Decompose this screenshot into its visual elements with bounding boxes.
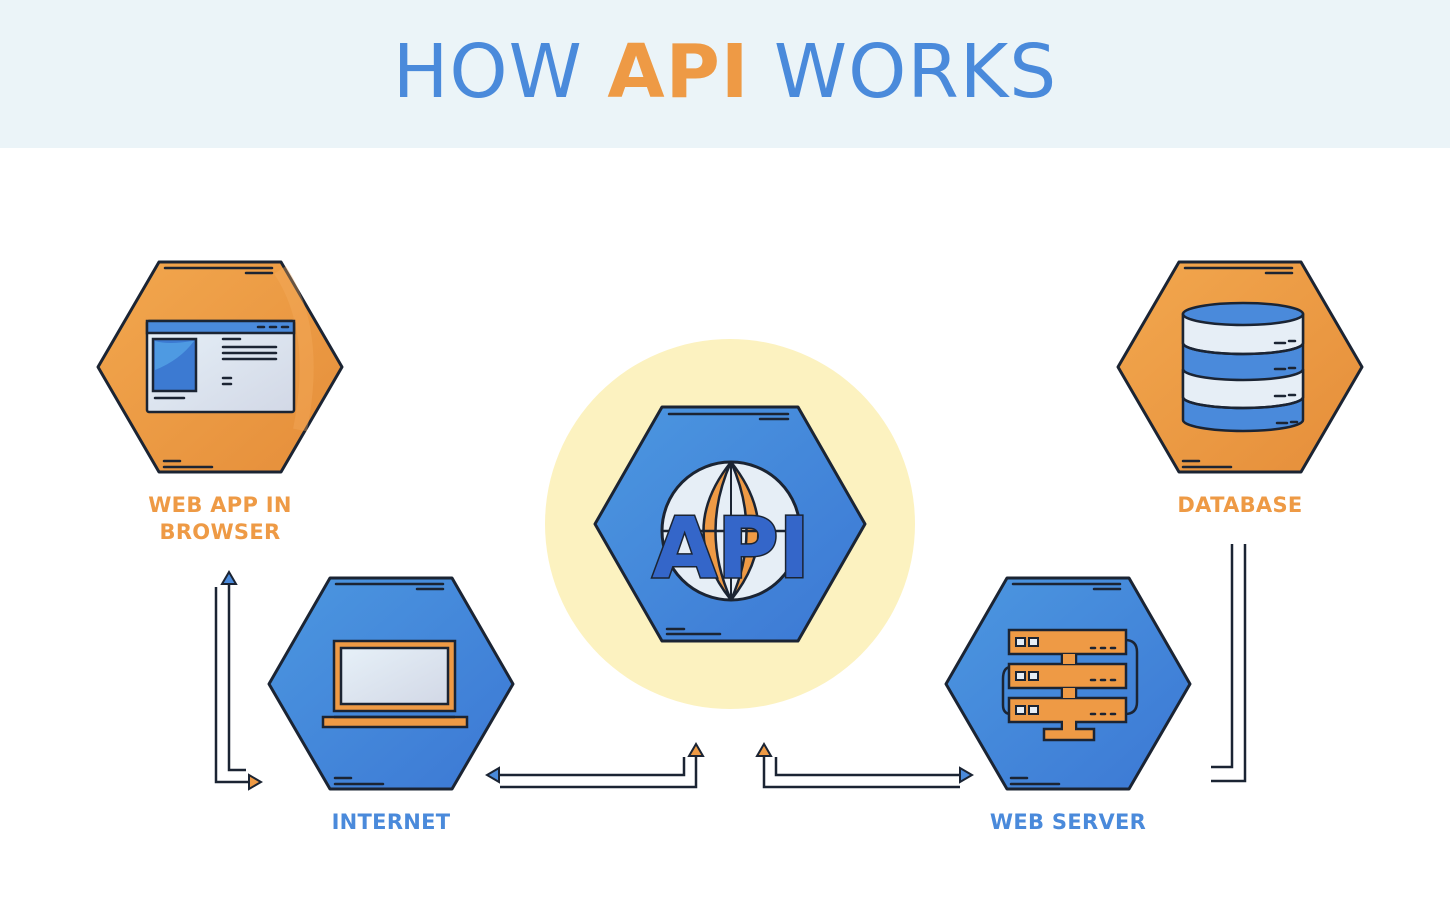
label-web-server: WEB SERVER xyxy=(989,810,1147,834)
api-logo-text: API xyxy=(652,499,810,597)
arrow-right-icon xyxy=(959,766,974,784)
title-part-works: WORKS xyxy=(773,29,1058,115)
laptop-icon xyxy=(321,639,469,729)
api-globe-icon: API xyxy=(651,460,811,602)
label-internet: INTERNET xyxy=(331,810,451,834)
database-icon xyxy=(1181,301,1305,433)
label-web-app: WEB APP IN BROWSER xyxy=(110,492,330,546)
connector-webserver-database xyxy=(1211,544,1247,783)
node-api[interactable]: API xyxy=(593,405,867,643)
title-part-how: HOW xyxy=(392,29,583,115)
connector-internet-api xyxy=(485,742,705,789)
arrow-left-icon xyxy=(485,766,500,784)
label-web-app-line2: BROWSER xyxy=(159,520,281,544)
connector-api-webserver xyxy=(755,742,974,789)
connectors xyxy=(214,544,1247,791)
label-database: DATABASE xyxy=(1177,493,1303,517)
title-part-api: API xyxy=(607,29,750,115)
label-web-app-line1: WEB APP IN xyxy=(148,493,292,517)
arrow-up-icon xyxy=(220,570,238,585)
server-rack-icon xyxy=(1001,628,1139,742)
node-internet[interactable] xyxy=(267,576,515,791)
arrow-up-icon xyxy=(755,742,773,757)
arrow-up-icon xyxy=(687,742,705,757)
browser-window-icon xyxy=(145,319,296,414)
page-title: HOW API WORKS xyxy=(0,28,1450,116)
node-web-app[interactable] xyxy=(96,260,344,474)
connector-webapp-internet xyxy=(214,570,263,791)
header-band xyxy=(0,0,1450,148)
node-database[interactable] xyxy=(1116,260,1364,474)
arrow-right-icon xyxy=(248,773,263,791)
node-web-server[interactable] xyxy=(944,576,1192,791)
